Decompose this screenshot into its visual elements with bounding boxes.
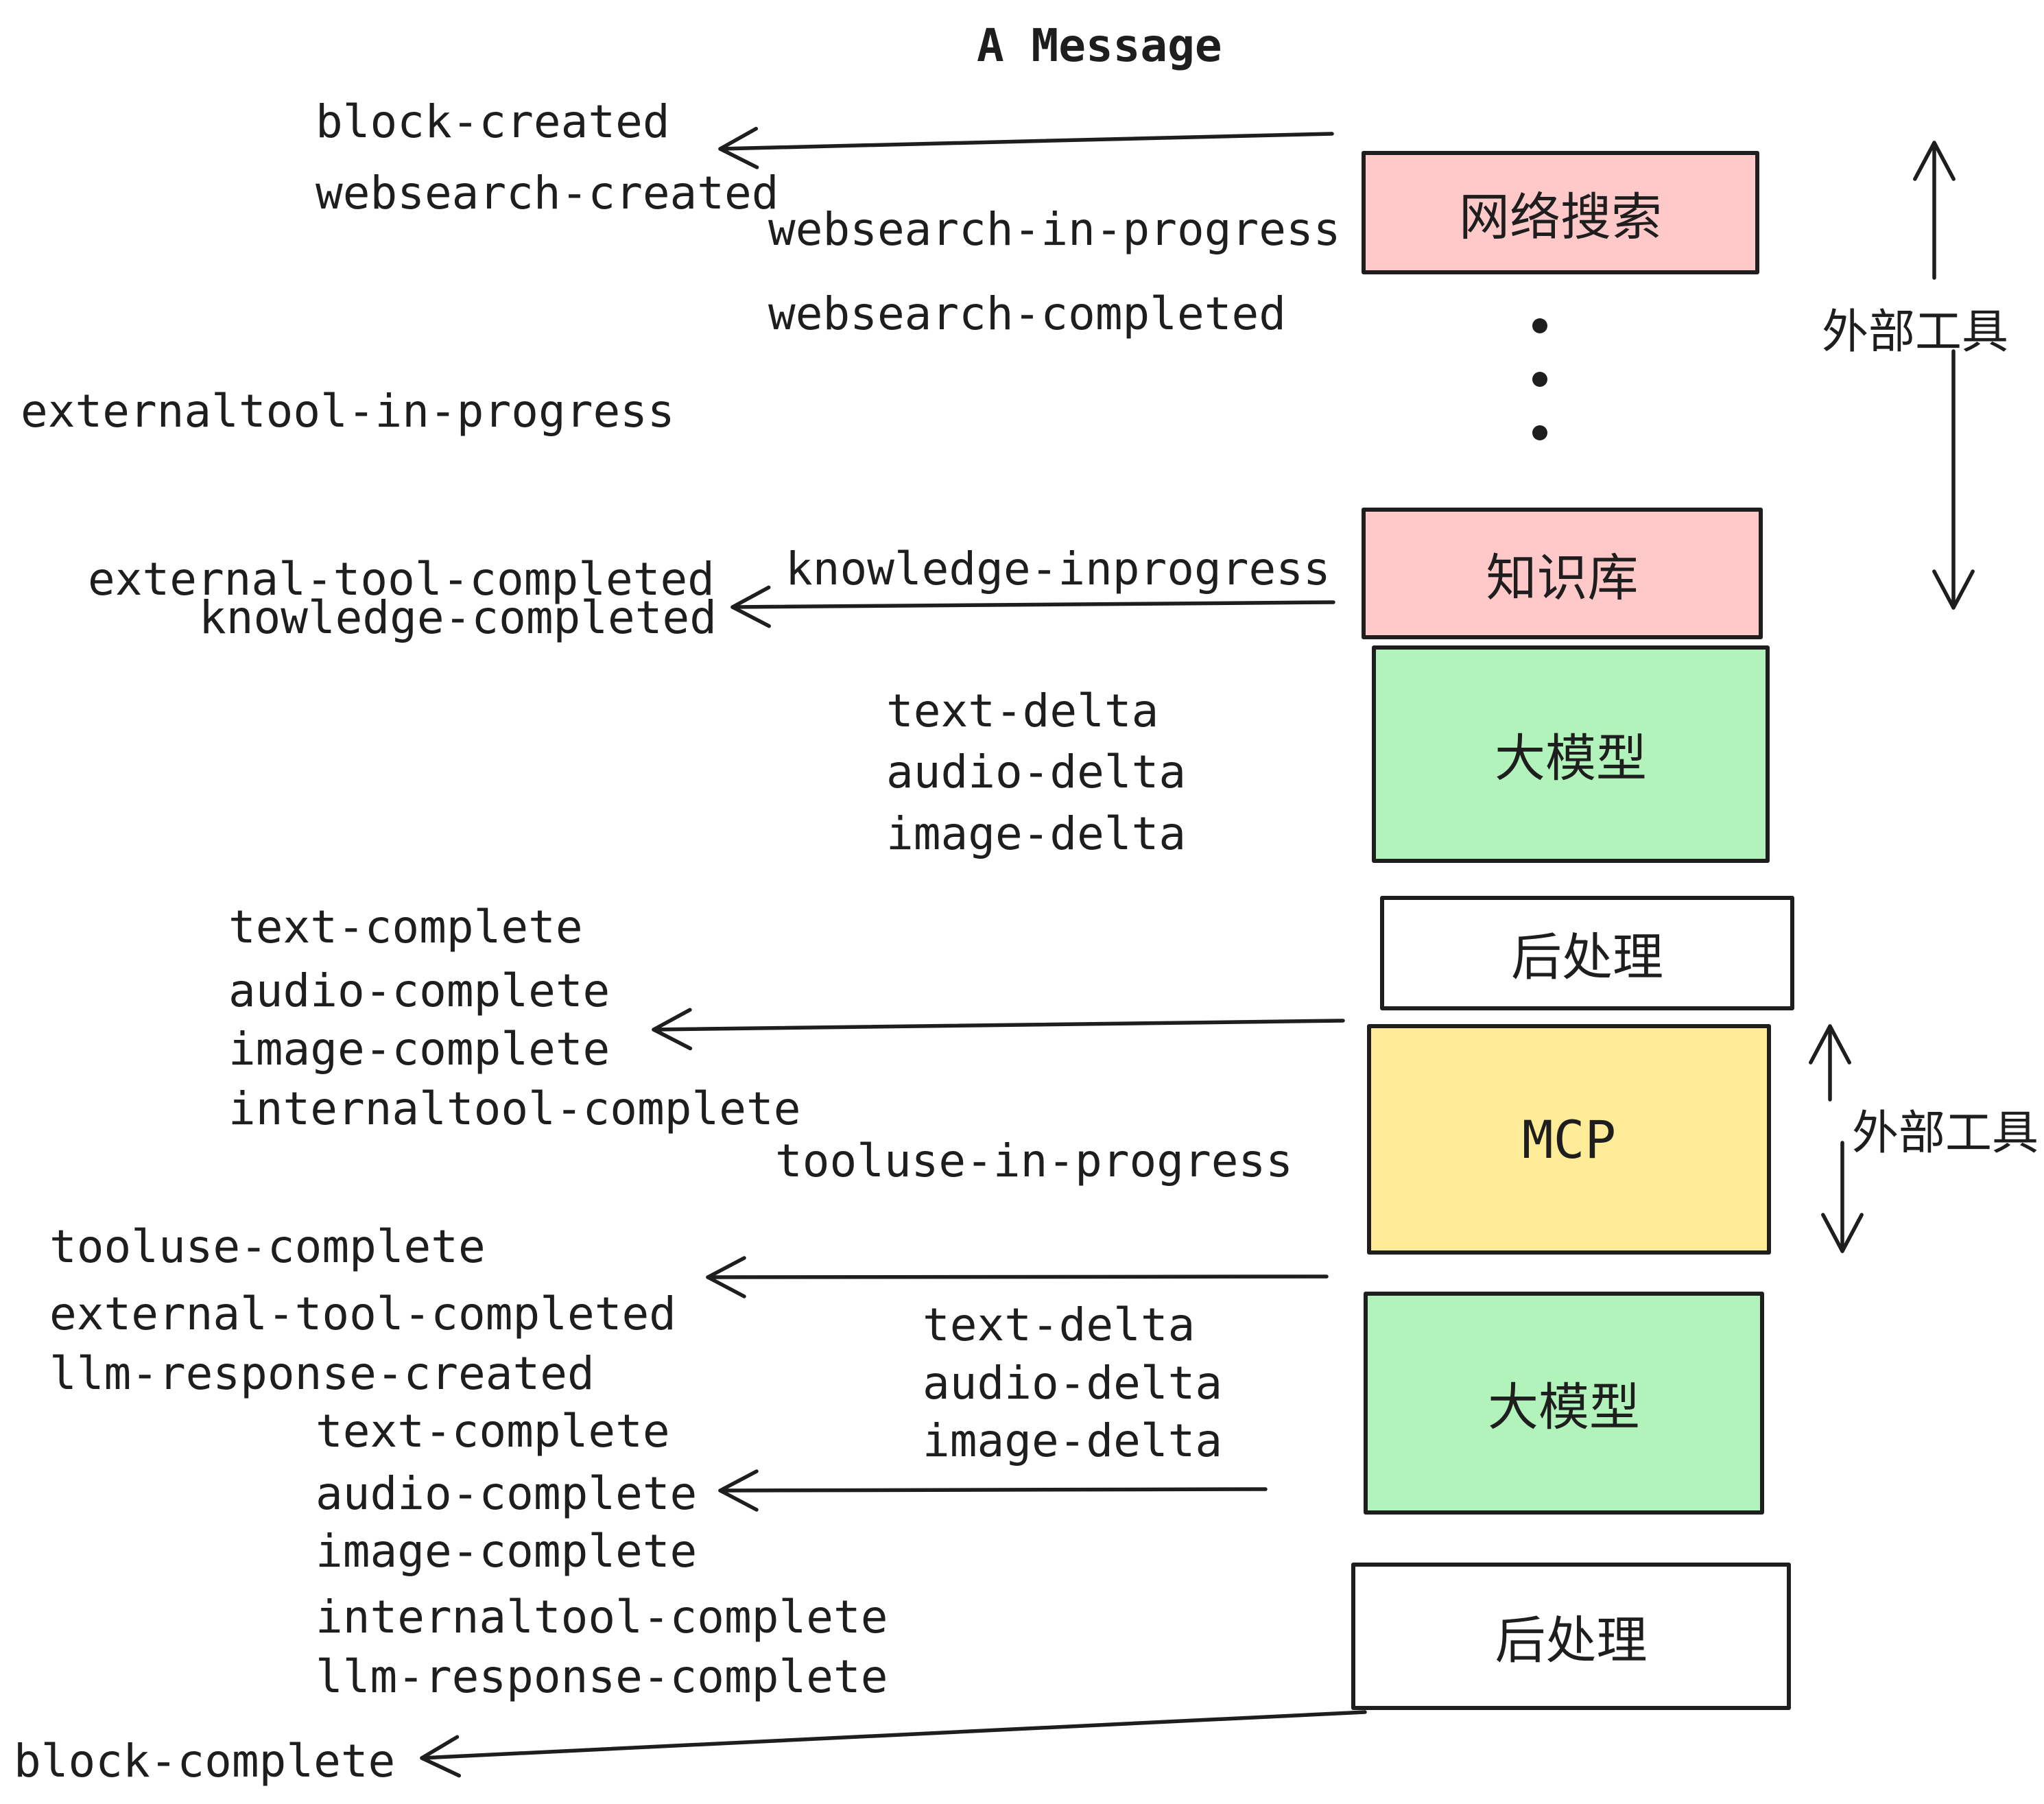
external-tools-up-arrow-1 [1913,141,1956,280]
event-text-delta-2: text-delta [923,1298,1196,1351]
external-tools-label-top: 外部工具 [1822,305,2009,359]
event-websearch-completed: websearch-completed [768,287,1286,340]
event-block-complete: block-complete [14,1735,396,1788]
event-text-complete-1: text-complete [228,901,583,953]
event-tooluse-in-progress: tooluse-in-progress [775,1135,1293,1187]
arrow-to-block-complete [420,1710,1367,1778]
event-knowledge-inprogress: knowledge-inprogress [785,543,1331,595]
node-mcp-label: MCP [1521,1108,1617,1170]
event-audio-complete-1: audio-complete [228,964,610,1017]
node-llm-1-label: 大模型 [1495,729,1647,788]
external-tools-down-arrow-1 [1932,349,1975,610]
event-tooluse-complete: tooluse-complete [49,1220,486,1273]
ellipsis-icon [1532,318,1547,440]
event-external-tool-completed-2: external-tool-completed [49,1287,676,1340]
event-external-tool-completed-1: external-tool-completed [88,553,715,606]
arrow-to-websearch-created [718,126,1334,169]
arrow-to-audio-complete [718,1469,1268,1512]
event-audio-delta-1: audio-delta [886,746,1187,798]
event-externaltool-in-progress: externaltool-in-progress [21,385,675,438]
node-postprocess-1-label: 后处理 [1511,928,1663,987]
external-tools-label-mid: 外部工具 [1852,1106,2039,1161]
node-postprocess-1: 后处理 [1380,896,1794,1010]
node-postprocess-2: 后处理 [1351,1563,1791,1710]
event-internaltool-complete-1: internaltool-complete [228,1082,801,1135]
node-llm-2-label: 大模型 [1488,1378,1640,1437]
event-image-complete-1: image-complete [228,1023,610,1076]
node-knowledge-label: 知识库 [1486,548,1639,608]
event-text-complete-2: text-complete [316,1405,670,1458]
event-knowledge-completed: knowledge-completed [199,591,717,644]
event-websearch-in-progress: websearch-in-progress [768,203,1341,256]
node-knowledge: 知识库 [1362,508,1763,639]
event-llm-response-created: llm-response-created [49,1347,595,1400]
event-websearch-created: websearch-created [316,167,779,219]
diagram-title: A Message [977,19,1222,72]
node-llm-1: 大模型 [1372,645,1770,863]
event-audio-delta-2: audio-delta [923,1357,1223,1410]
node-postprocess-2-label: 后处理 [1495,1611,1648,1670]
event-internaltool-complete-2: internaltool-complete [316,1591,888,1643]
event-image-delta-1: image-delta [886,807,1187,860]
event-llm-response-complete: llm-response-complete [316,1650,888,1703]
node-websearch-label: 网络搜索 [1459,187,1662,247]
arrow-to-image-complete [652,1008,1345,1051]
external-tools-up-arrow-2 [1809,1024,1851,1102]
node-websearch: 网络搜索 [1362,151,1759,274]
event-audio-complete-2: audio-complete [316,1467,698,1520]
arrow-to-tooluse-complete [706,1256,1329,1298]
event-block-created: block-created [316,95,670,148]
event-image-delta-2: image-delta [923,1414,1223,1467]
event-text-delta-1: text-delta [886,685,1159,737]
node-llm-2: 大模型 [1364,1292,1764,1515]
node-mcp: MCP [1367,1024,1771,1255]
event-image-complete-2: image-complete [316,1525,698,1578]
